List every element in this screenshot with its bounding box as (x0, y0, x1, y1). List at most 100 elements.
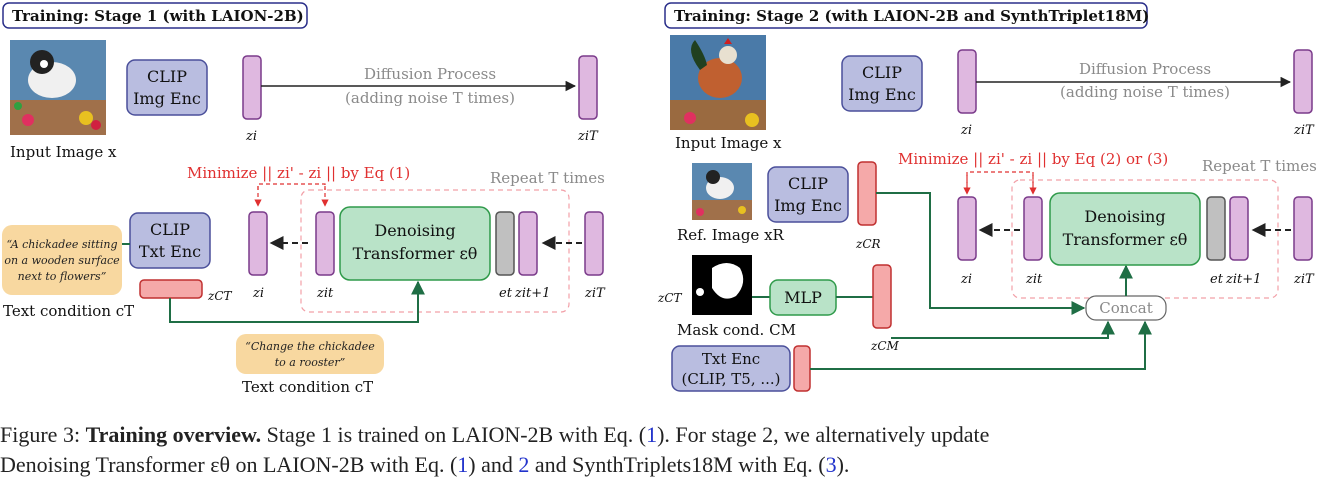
stage1-latent-zit1 (518, 211, 538, 276)
stage1-denoising-transformer (339, 206, 491, 281)
stage2-clip-img-enc-ref (767, 166, 849, 223)
caption-bold: Training overview. (85, 422, 262, 447)
stage2-ziT-2-label: ziT (1293, 272, 1315, 287)
stage2-latent-ziT (1293, 49, 1313, 114)
stage1-caption-quote-box (2, 225, 122, 295)
stage2-clip-img-enc-line2: Img Enc (848, 85, 916, 104)
stage2-clip-img-enc-line1: CLIP (862, 63, 902, 82)
training-diagram: Training: Stage 1 (with LAION-2B) Input … (2, 2, 1317, 396)
stage1-diffusion-line1: Diffusion Process (364, 65, 496, 83)
caption-prefix: Figure 3: (0, 422, 86, 447)
stage1-noise-et (495, 211, 515, 276)
stage2-denoise-line1: Denoising (1084, 207, 1165, 226)
caption-line2-mid: ) and (468, 452, 519, 477)
stage1-clip-img-enc (126, 59, 208, 116)
stage2-noise-et (1206, 196, 1226, 261)
caption-line2-mid2: and SynthTriplets18M with Eq. ( (529, 452, 826, 477)
figure-caption: Figure 3: Training overview. Stage 1 is … (0, 420, 1325, 480)
caption-ref-2[interactable]: 1 (457, 452, 469, 477)
stage2-zcr-label: zCR (855, 237, 881, 251)
stage2-clip-img-enc (841, 55, 923, 112)
stage1-caption-quote-line2: on a wooden surface (4, 254, 120, 267)
stage2-zcm-label: zCM (870, 339, 900, 353)
stage1-clip-txt-enc-line2: Txt Enc (139, 242, 201, 261)
stage2-clip-img-enc-ref-line1: CLIP (788, 174, 828, 193)
stage2-title: Training: Stage 2 (with LAION-2B and Syn… (674, 7, 1149, 25)
stage2-diffusion-line2: (adding noise T times) (1060, 83, 1230, 101)
stage2-cond-zcm (872, 264, 892, 329)
stage1-latent-zit-prime (315, 211, 335, 276)
stage1-input-image (10, 40, 106, 135)
stage1-minimize-text: Minimize || zi' - zi || by Eq (1) (187, 164, 410, 182)
caption-line2-end: ). (836, 452, 850, 477)
caption-line1-rest: Stage 1 is trained on LAION-2B with Eq. … (261, 422, 647, 447)
stage2-ref-image-label: Ref. Image xR (677, 226, 785, 244)
stage2-latent-zit-prime (1023, 196, 1043, 261)
stage2-title-box (664, 2, 1148, 29)
stage1-edit-quote-line2: to a rooster” (275, 356, 346, 369)
stage2-zi-label: zi (960, 123, 972, 138)
stage1-repeat-text: Repeat T times (490, 169, 605, 187)
stage2-latent-zi-pred (957, 196, 977, 261)
stage1-text-condition-label-2: Text condition cT (242, 378, 373, 396)
stage1-clip-txt-enc-line1: CLIP (150, 220, 190, 239)
stage1-cond-zct (139, 279, 203, 299)
stage1-title: Training: Stage 1 (with LAION-2B) (12, 7, 304, 25)
stage1-zi-label: zi (245, 129, 257, 144)
stage2-zi-pred-label: zi (960, 272, 972, 287)
stage2-mask-label: Mask cond. CM (677, 321, 796, 339)
stage2-concat-label: Concat (1099, 299, 1153, 317)
stage1-zit-label: zit (316, 286, 334, 301)
stage1-latent-ziT (578, 55, 598, 120)
stage1-panel: Training: Stage 1 (with LAION-2B) Input … (2, 2, 606, 396)
stage2-latent-zit1 (1229, 196, 1249, 261)
caption-ref-1[interactable]: 1 (646, 422, 658, 447)
stage2-et-label: et (1210, 272, 1224, 287)
stage2-denoise-line2: Transformer εθ (1063, 230, 1188, 249)
stage2-clip-img-enc-ref-line2: Img Enc (774, 196, 842, 215)
stage2-mask-image (692, 255, 752, 315)
caption-line2-start: Denoising Transformer εθ on LAION-2B wit… (0, 452, 458, 477)
stage2-zct-label: zCT (657, 291, 683, 305)
stage2-ziT-label: ziT (1293, 123, 1315, 138)
stage1-repeat-box (300, 189, 570, 313)
stage1-zi-pred-label: zi (252, 286, 264, 301)
stage1-title-box (2, 2, 308, 29)
stage2-cond-zcr (857, 161, 877, 226)
stage2-denoising-transformer (1049, 192, 1201, 266)
stage1-ziT-2-label: ziT (584, 286, 606, 301)
stage2-cond-txt (793, 345, 811, 392)
stage1-latent-ziT-2 (584, 211, 604, 276)
stage2-mlp-label: MLP (784, 288, 822, 307)
stage2-input-image-label: Input Image x (675, 134, 782, 152)
stage2-latent-zi (957, 49, 977, 114)
stage1-denoise-line1: Denoising (374, 221, 455, 240)
stage1-latent-zi-pred (248, 211, 268, 276)
stage2-minimize-text: Minimize || zi' - zi || by Eq (2) or (3) (898, 150, 1168, 168)
stage2-zit-label: zit (1025, 272, 1043, 287)
stage1-denoise-line2: Transformer εθ (353, 244, 478, 263)
stage1-clip-img-enc-line2: Img Enc (133, 89, 201, 108)
stage1-clip-img-enc-line1: CLIP (147, 67, 187, 86)
stage1-zct-label: zCT (207, 289, 233, 303)
stage1-edit-quote-box (236, 334, 384, 374)
stage1-caption-quote-line3: next to flowers” (18, 270, 107, 283)
caption-ref-4[interactable]: 3 (825, 452, 837, 477)
caption-line-2: Denoising Transformer εθ on LAION-2B wit… (0, 450, 1325, 480)
stage2-ref-image (692, 163, 752, 220)
stage2-zit1-label: zit+1 (1225, 272, 1261, 287)
stage2-txt-enc (671, 345, 791, 392)
stage2-panel: Training: Stage 2 (with LAION-2B and Syn… (657, 2, 1317, 392)
caption-line-1: Figure 3: Training overview. Stage 1 is … (0, 420, 1325, 450)
caption-ref-3[interactable]: 2 (518, 452, 530, 477)
stage1-ziT-label: ziT (577, 129, 599, 144)
stage2-txt-enc-line1: Txt Enc (702, 350, 760, 368)
stage1-input-image-label: Input Image x (10, 143, 117, 161)
stage2-txt-enc-line2: (CLIP, T5, ...) (681, 370, 780, 388)
stage1-clip-txt-enc (129, 212, 211, 269)
stage1-et-label: et (499, 286, 513, 301)
stage2-diffusion-line1: Diffusion Process (1079, 60, 1211, 78)
stage1-text-condition-label: Text condition cT (3, 302, 134, 320)
stage1-edit-quote-line1: “Change the chickadee (245, 340, 375, 353)
stage2-repeat-text: Repeat T times (1202, 157, 1317, 175)
